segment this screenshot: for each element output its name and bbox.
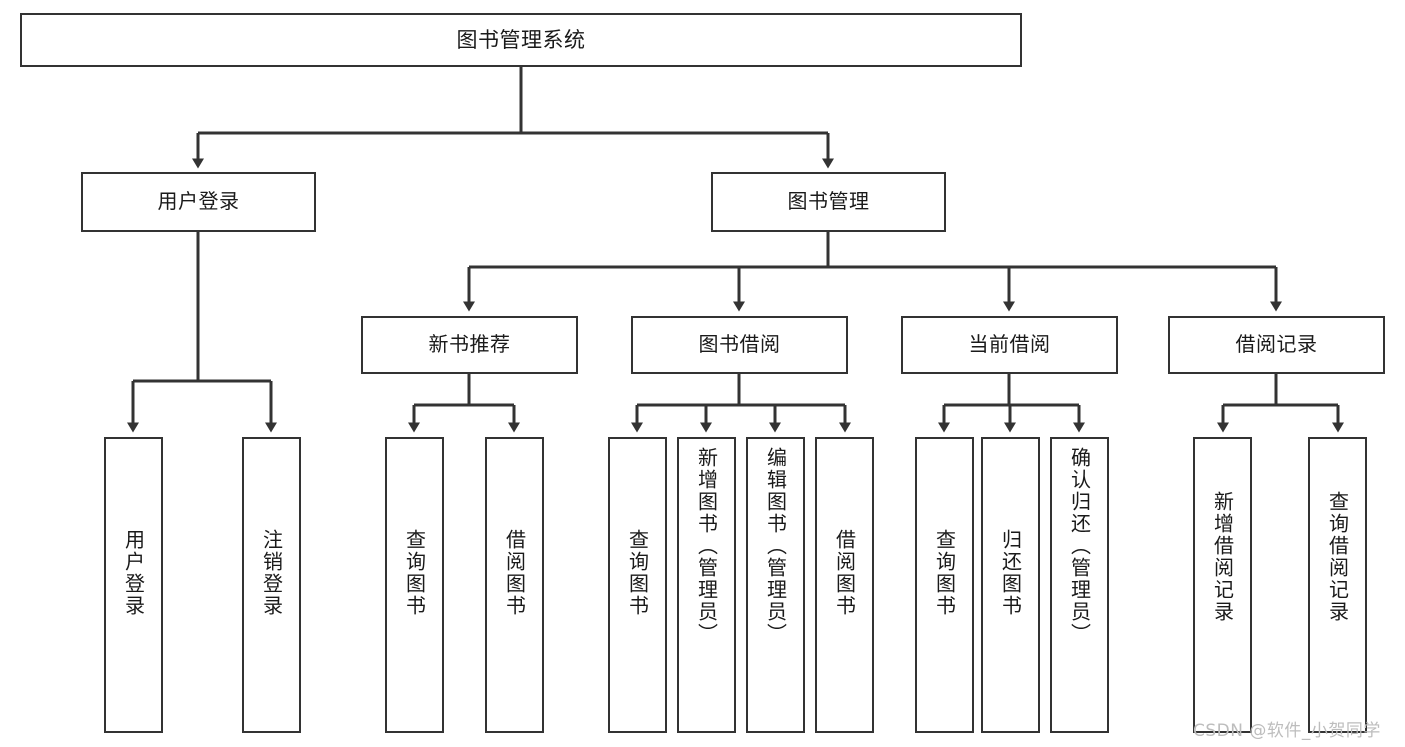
edges-currentborrow-to-leaves (938, 374, 1085, 433)
node-leaf-add-book[interactable]: 新增图书（管理员） (677, 437, 736, 733)
node-leaf-logout[interactable]: 注销登录 (242, 437, 301, 733)
node-leaf-query-book-1[interactable]: 查询图书 (385, 437, 444, 733)
edges-userlogin-to-leaves (127, 232, 277, 433)
node-leaf-query-record[interactable]: 查询借阅记录 (1308, 437, 1367, 733)
node-root-label: 图书管理系统 (456, 27, 586, 52)
node-leaf-borrow-book-1-label: 借阅图书 (502, 529, 527, 617)
node-leaf-user-login[interactable]: 用户登录 (104, 437, 163, 733)
node-leaf-confirm-return[interactable]: 确认归还（管理员） (1050, 437, 1109, 733)
node-leaf-query-book-3[interactable]: 查询图书 (915, 437, 974, 733)
node-leaf-borrow-book-2[interactable]: 借阅图书 (815, 437, 874, 733)
node-current-borrow[interactable]: 当前借阅 (901, 316, 1118, 374)
node-borrow-record-label: 借阅记录 (1235, 332, 1318, 357)
node-leaf-return-book[interactable]: 归还图书 (981, 437, 1040, 733)
node-root-system[interactable]: 图书管理系统 (20, 13, 1022, 67)
node-leaf-logout-label: 注销登录 (259, 529, 284, 617)
node-leaf-edit-book-label: 编辑图书（管理员） (763, 447, 788, 645)
node-leaf-confirm-return-label: 确认归还（管理员） (1067, 447, 1092, 645)
edges-booksmgmt-to-level3 (463, 232, 1282, 312)
edges-newbook-to-leaves (408, 374, 520, 433)
node-leaf-edit-book[interactable]: 编辑图书（管理员） (746, 437, 805, 733)
node-user-login-label: 用户登录 (157, 189, 240, 214)
edges-bookborrow-to-leaves (631, 374, 851, 433)
node-book-management[interactable]: 图书管理 (711, 172, 946, 232)
edges-root-to-level2 (192, 67, 834, 169)
edges-borrowrecord-to-leaves (1217, 374, 1344, 433)
node-borrow-record[interactable]: 借阅记录 (1168, 316, 1385, 374)
node-leaf-query-book-2-label: 查询图书 (625, 529, 650, 617)
node-leaf-add-book-label: 新增图书（管理员） (694, 447, 719, 645)
node-new-book-recommend-label: 新书推荐 (428, 332, 511, 357)
node-book-borrow[interactable]: 图书借阅 (631, 316, 848, 374)
node-leaf-return-book-label: 归还图书 (998, 529, 1023, 617)
node-leaf-add-record-label: 新增借阅记录 (1210, 491, 1235, 623)
node-leaf-query-book-1-label: 查询图书 (402, 529, 427, 617)
node-book-management-label: 图书管理 (787, 189, 870, 214)
node-leaf-query-record-label: 查询借阅记录 (1325, 491, 1350, 623)
node-leaf-query-book-3-label: 查询图书 (932, 529, 957, 617)
node-leaf-borrow-book-1[interactable]: 借阅图书 (485, 437, 544, 733)
node-current-borrow-label: 当前借阅 (968, 332, 1051, 357)
node-leaf-add-record[interactable]: 新增借阅记录 (1193, 437, 1252, 733)
node-book-borrow-label: 图书借阅 (698, 332, 781, 357)
node-user-login[interactable]: 用户登录 (81, 172, 316, 232)
csdn-watermark: CSDN @软件_小贺同学 (1193, 721, 1381, 741)
node-new-book-recommend[interactable]: 新书推荐 (361, 316, 578, 374)
node-leaf-borrow-book-2-label: 借阅图书 (832, 529, 857, 617)
node-leaf-query-book-2[interactable]: 查询图书 (608, 437, 667, 733)
node-leaf-user-login-label: 用户登录 (121, 529, 146, 617)
